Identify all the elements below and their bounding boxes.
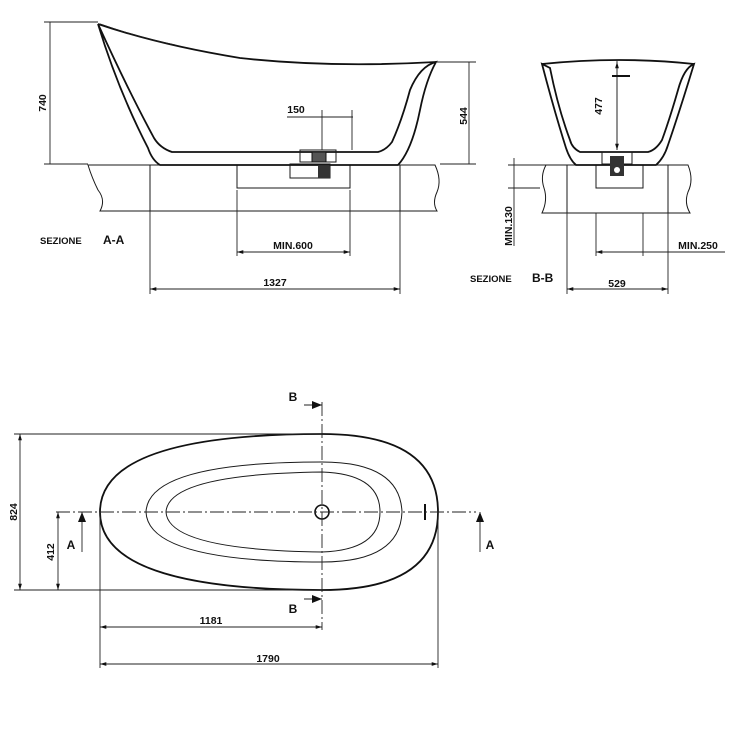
dim-bb-depth: 477 [593,97,605,115]
tub-basin [165,471,381,553]
dims-b [508,158,725,294]
tub-shell-b [540,59,696,176]
dim-bb-min-width: MIN.250 [678,240,718,252]
cut-a-left: A [67,538,76,552]
dim-aa-drain-offset: 150 [287,104,305,116]
dim-aa-length: 1327 [263,277,287,289]
dim-aa-height-total: 740 [37,94,49,112]
section-b-b [508,59,725,294]
section-bb-title-prefix: SEZIONE [470,274,512,285]
floor-slab-a [87,164,440,212]
tub-rim-inner [145,461,403,563]
dim-plan-length: 1790 [256,653,280,665]
cut-a-right: A [486,538,495,552]
dim-plan-width: 824 [8,503,20,521]
dim-plan-drain-offset: 1181 [200,615,223,627]
dims-a [44,21,476,294]
cut-b-bottom: B [289,602,298,616]
tub-outline [99,433,439,591]
dim-bb-width: 529 [608,278,626,290]
section-aa-title-prefix: SEZIONE [40,236,82,247]
dim-aa-min-width: MIN.600 [273,240,313,252]
plan-view [14,401,484,668]
tub-shell-a [97,23,438,179]
dim-plan-half-width: 412 [45,543,57,561]
section-bb-title-id: B-B [532,271,554,285]
cut-b-top: B [289,390,298,404]
dim-aa-height-inner: 544 [458,107,470,125]
section-a-a [44,21,476,294]
section-aa-title-id: A-A [103,233,125,247]
dim-bb-min-height: MIN.130 [503,206,515,246]
labels: 740 544 150 MIN.600 1327 SEZIONE A-A 477… [8,94,718,665]
